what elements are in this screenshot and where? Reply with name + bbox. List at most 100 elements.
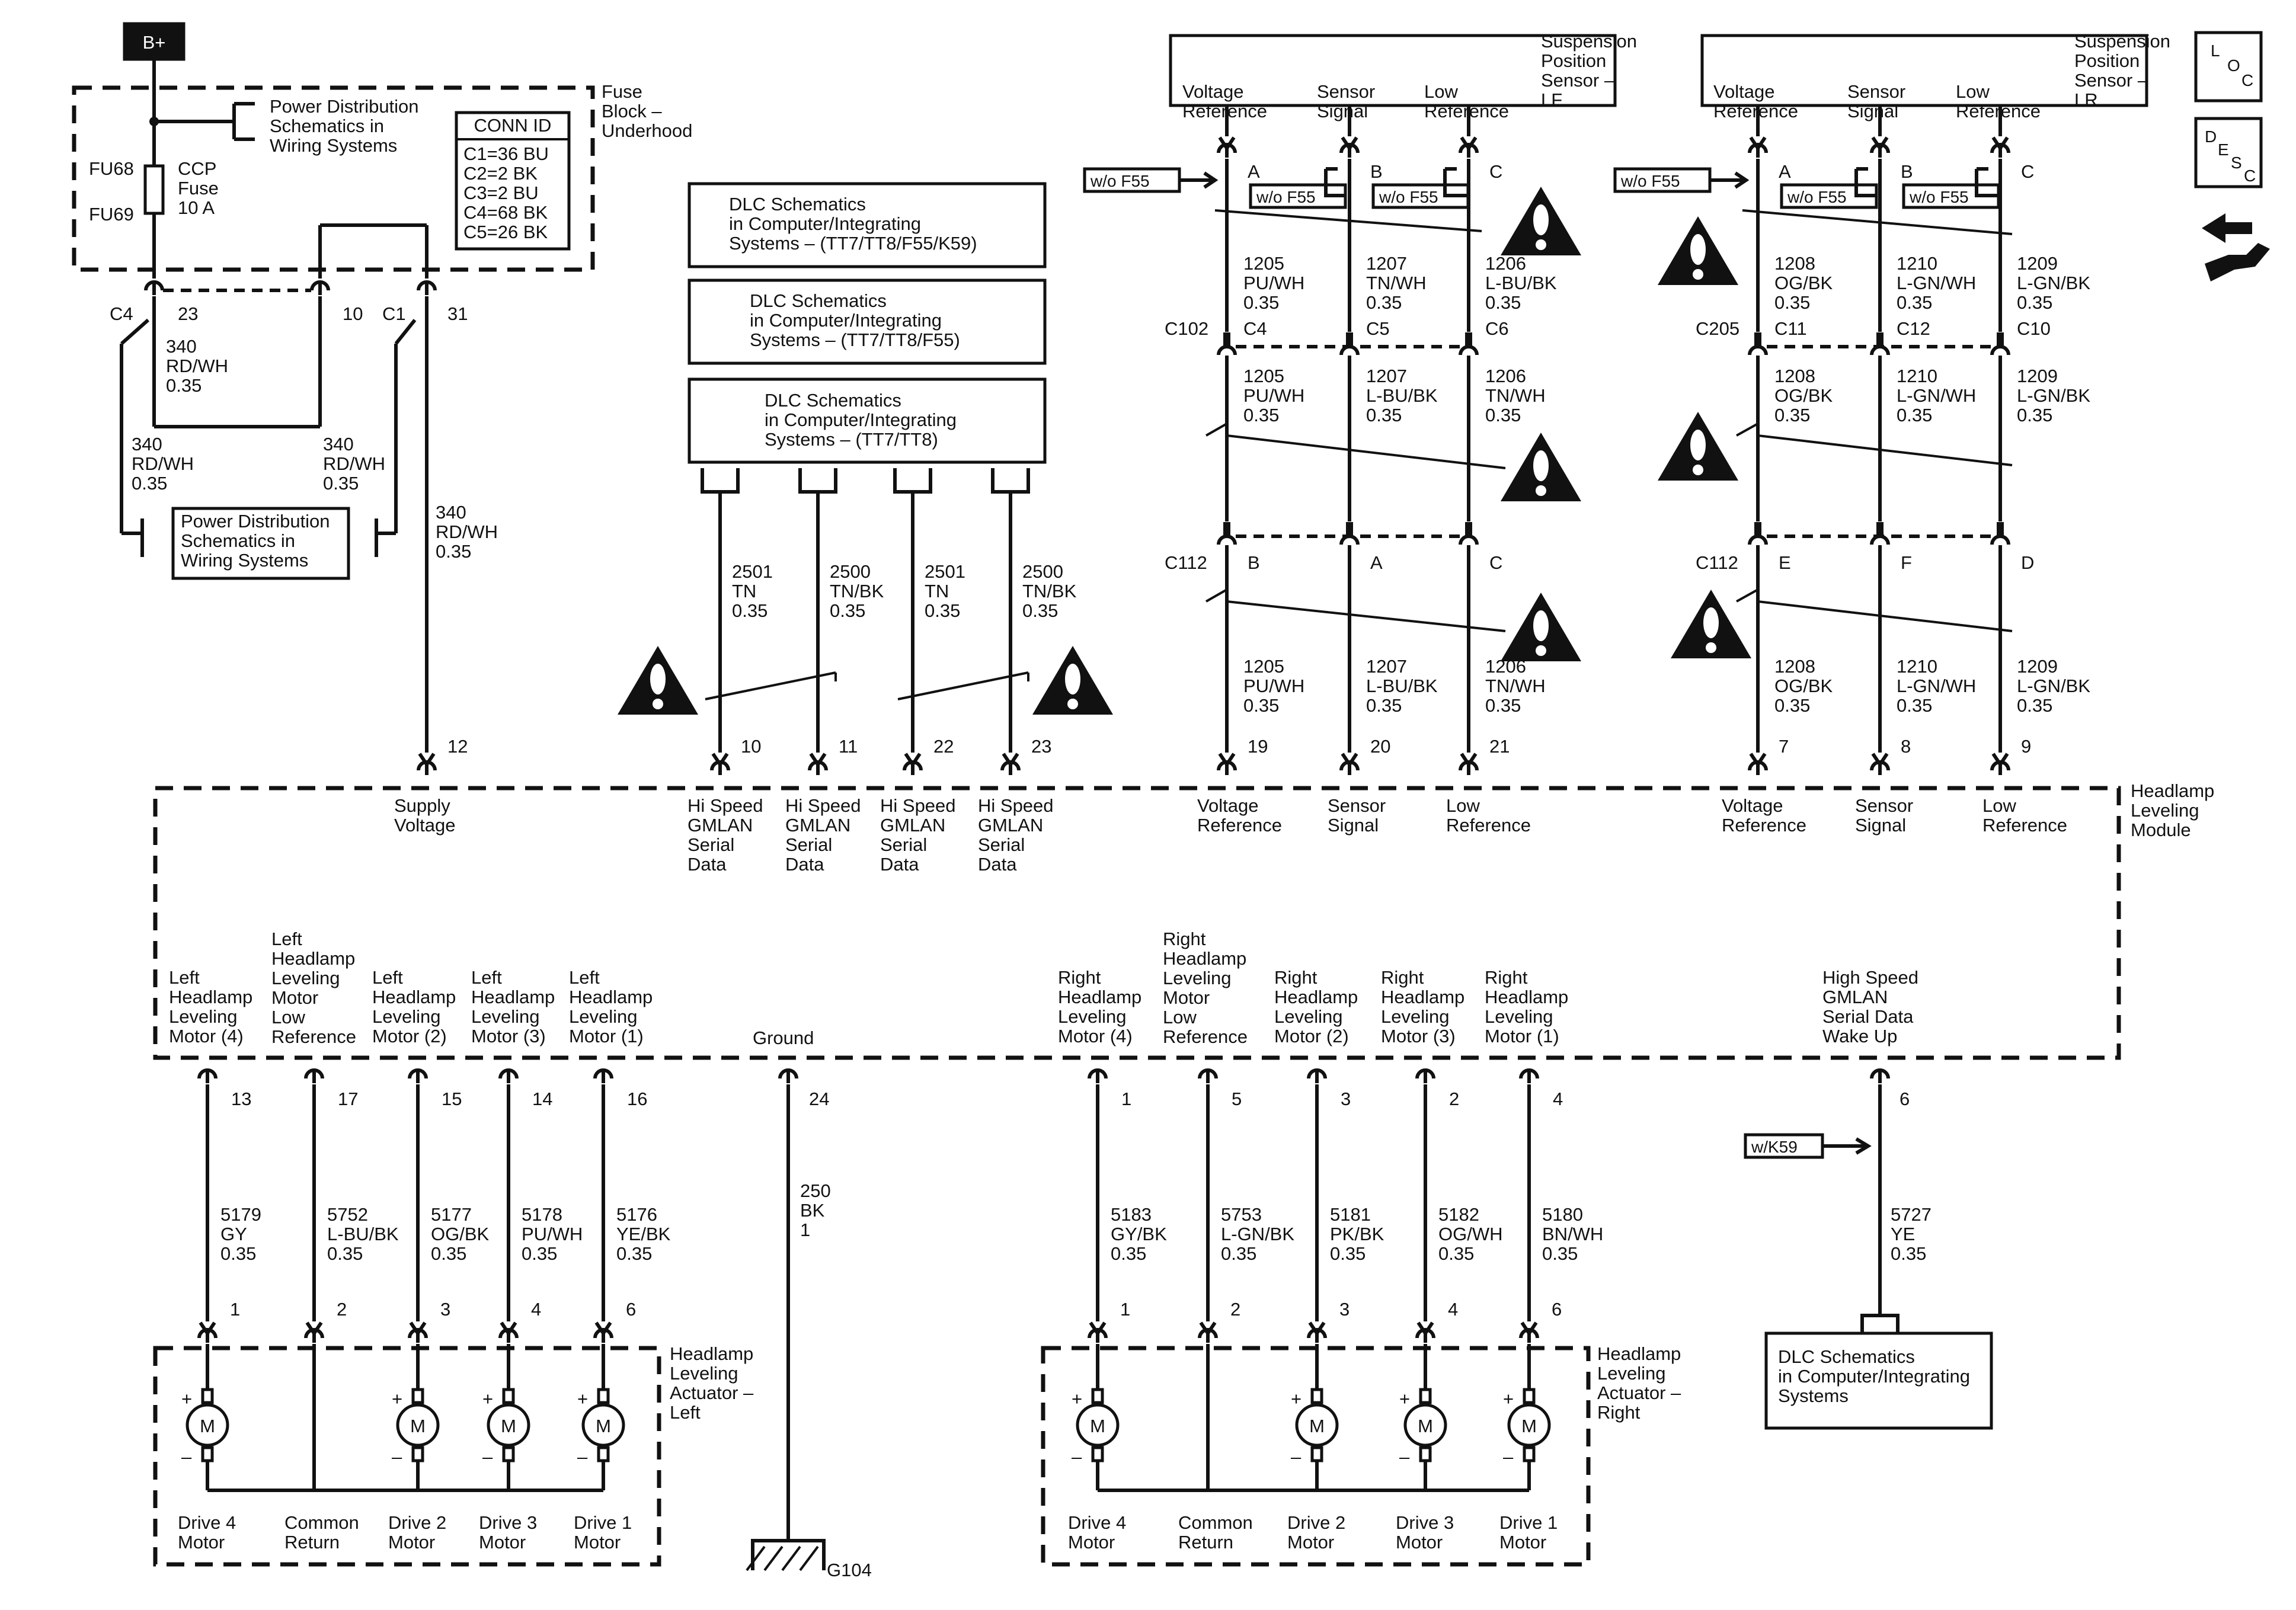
fuse-id: FU68 (89, 158, 134, 179)
pin-letter: E (1779, 552, 1791, 573)
wire-label: 0.35 (1774, 292, 1810, 313)
pin-number: C6 (1485, 318, 1509, 339)
wire-label: 0.35 (2017, 695, 2052, 716)
module-terminal-label: Headlamp (169, 987, 252, 1007)
pin-number: 8 (1901, 736, 1911, 757)
connector-mid-female (1217, 345, 1237, 356)
wire-label: TN/BK (1022, 581, 1077, 601)
pin-number: 1 (1120, 1299, 1130, 1320)
module-terminal-label: Reference (271, 1026, 356, 1047)
conn-id-entry: C5=26 BK (463, 222, 548, 242)
desc-letter: E (2218, 140, 2229, 159)
pin-number: C4 (1243, 318, 1267, 339)
sensor-terminal-label: Reference (1424, 101, 1509, 121)
wire-label: TN (925, 581, 949, 601)
module-terminal-label: GMLAN (687, 815, 753, 836)
pin-letter: F (1901, 552, 1912, 573)
plus-sign: + (577, 1388, 588, 1409)
module-terminal-label: GMLAN (785, 815, 850, 836)
pin-number: 3 (1341, 1089, 1351, 1109)
module-terminal-label: Headlamp (1058, 987, 1141, 1007)
module-terminal-label: Leveling (471, 1006, 539, 1027)
connector-low-male (1754, 522, 1761, 535)
wire-label: OG/WH (1438, 1224, 1503, 1244)
right_actuator-outline (1041, 1346, 1591, 1567)
wire-label: 1206 (1485, 366, 1526, 386)
pin-letter: B (1370, 161, 1383, 182)
module-terminal-label: Signal (1855, 815, 1906, 836)
actuator-terminal-label: Drive 2 (388, 1512, 446, 1533)
fuse-name: Fuse (178, 178, 219, 199)
option-tag (1613, 167, 1712, 193)
pin-letter: A (1370, 552, 1383, 573)
sensor-terminal-label: Reference (1182, 101, 1267, 121)
dlc-connector (893, 468, 932, 494)
wire-label: 0.35 (1438, 1243, 1474, 1264)
module-name: Leveling (2131, 800, 2199, 821)
sensor-name: Sensor – (1541, 70, 1615, 91)
plus-sign: + (392, 1388, 402, 1409)
pin-number: 16 (627, 1089, 647, 1109)
twist-indicator (897, 671, 1029, 700)
pin-number: 20 (1370, 736, 1390, 757)
conn-id-entry: C1=36 BU (463, 143, 549, 164)
dlc-reference: DLC Schematics (729, 194, 866, 215)
wire-label: 5752 (327, 1204, 368, 1225)
pin-number: 5 (1232, 1089, 1242, 1109)
minus-sign: – (1503, 1446, 1514, 1467)
actuator-name: Leveling (670, 1363, 738, 1384)
motor-symbol: M (200, 1416, 215, 1436)
pin-number: 2 (1230, 1299, 1240, 1320)
module-terminal-label: Low (1982, 795, 2016, 816)
connector-low-male (1465, 522, 1472, 535)
wire-label: RD/WH (132, 453, 194, 474)
module-terminal-label: Leveling (372, 1006, 440, 1027)
plus-sign: + (1072, 1388, 1082, 1409)
wire-label: 1207 (1366, 253, 1407, 274)
wire-label: 0.35 (1774, 695, 1810, 716)
option-arrow (1975, 169, 1998, 197)
schematic-navigation-icon (2202, 213, 2270, 281)
module-terminal-label: Motor (2) (372, 1026, 447, 1046)
pin-number: 19 (1248, 736, 1268, 757)
caution-icon (1501, 593, 1581, 661)
motor-symbol: M (596, 1416, 611, 1436)
module-terminal-label: Low (1163, 1007, 1197, 1028)
module-terminal-label: Hi Speed (785, 795, 861, 816)
module-terminal-label: Leveling (1274, 1006, 1342, 1027)
minus-sign: – (1399, 1446, 1410, 1467)
wire-label: 5183 (1111, 1204, 1152, 1225)
pin-number: 24 (809, 1089, 829, 1109)
motor-symbol: M (1521, 1416, 1537, 1436)
left_actuator-outline (153, 1346, 661, 1567)
connector-mid-male (1997, 332, 2004, 345)
wire-label: 5180 (1542, 1204, 1583, 1225)
pin-number: 13 (231, 1089, 251, 1109)
dlc-box-1 (687, 182, 1047, 268)
pin-number: C12 (1897, 318, 1930, 339)
wire-label: 340 (436, 502, 466, 523)
module-terminal-label: Leveling (569, 1006, 637, 1027)
wire-label: 1207 (1366, 656, 1407, 677)
actuator-name: Left (670, 1402, 701, 1423)
sensor-name: Sensor – (2074, 70, 2148, 91)
motor-symbol: M (501, 1416, 516, 1436)
dlc-reference: Systems – (TT7/TT8) (765, 429, 938, 450)
minus-sign: – (181, 1446, 192, 1467)
wire-label: OG/BK (1774, 676, 1833, 696)
wire-label: 0.35 (1111, 1243, 1146, 1264)
wire-label: 340 (323, 434, 354, 454)
connector-low-male (1346, 522, 1353, 535)
pin-number: 31 (447, 303, 468, 324)
dlc-reference: in Computer/Integrating (750, 310, 942, 331)
wire-label: RD/WH (323, 453, 385, 474)
motor-4: M+– (1399, 1388, 1447, 1467)
wire-label: 0.35 (1330, 1243, 1366, 1264)
wire-label: 0.35 (327, 1243, 363, 1264)
minus-sign: – (482, 1446, 493, 1467)
pin-number: 11 (839, 736, 858, 757)
ground-name: G104 (827, 1560, 872, 1580)
caution-icon (1501, 187, 1581, 255)
wire-label: 5179 (220, 1204, 261, 1225)
twist-indicator (1205, 422, 1227, 437)
